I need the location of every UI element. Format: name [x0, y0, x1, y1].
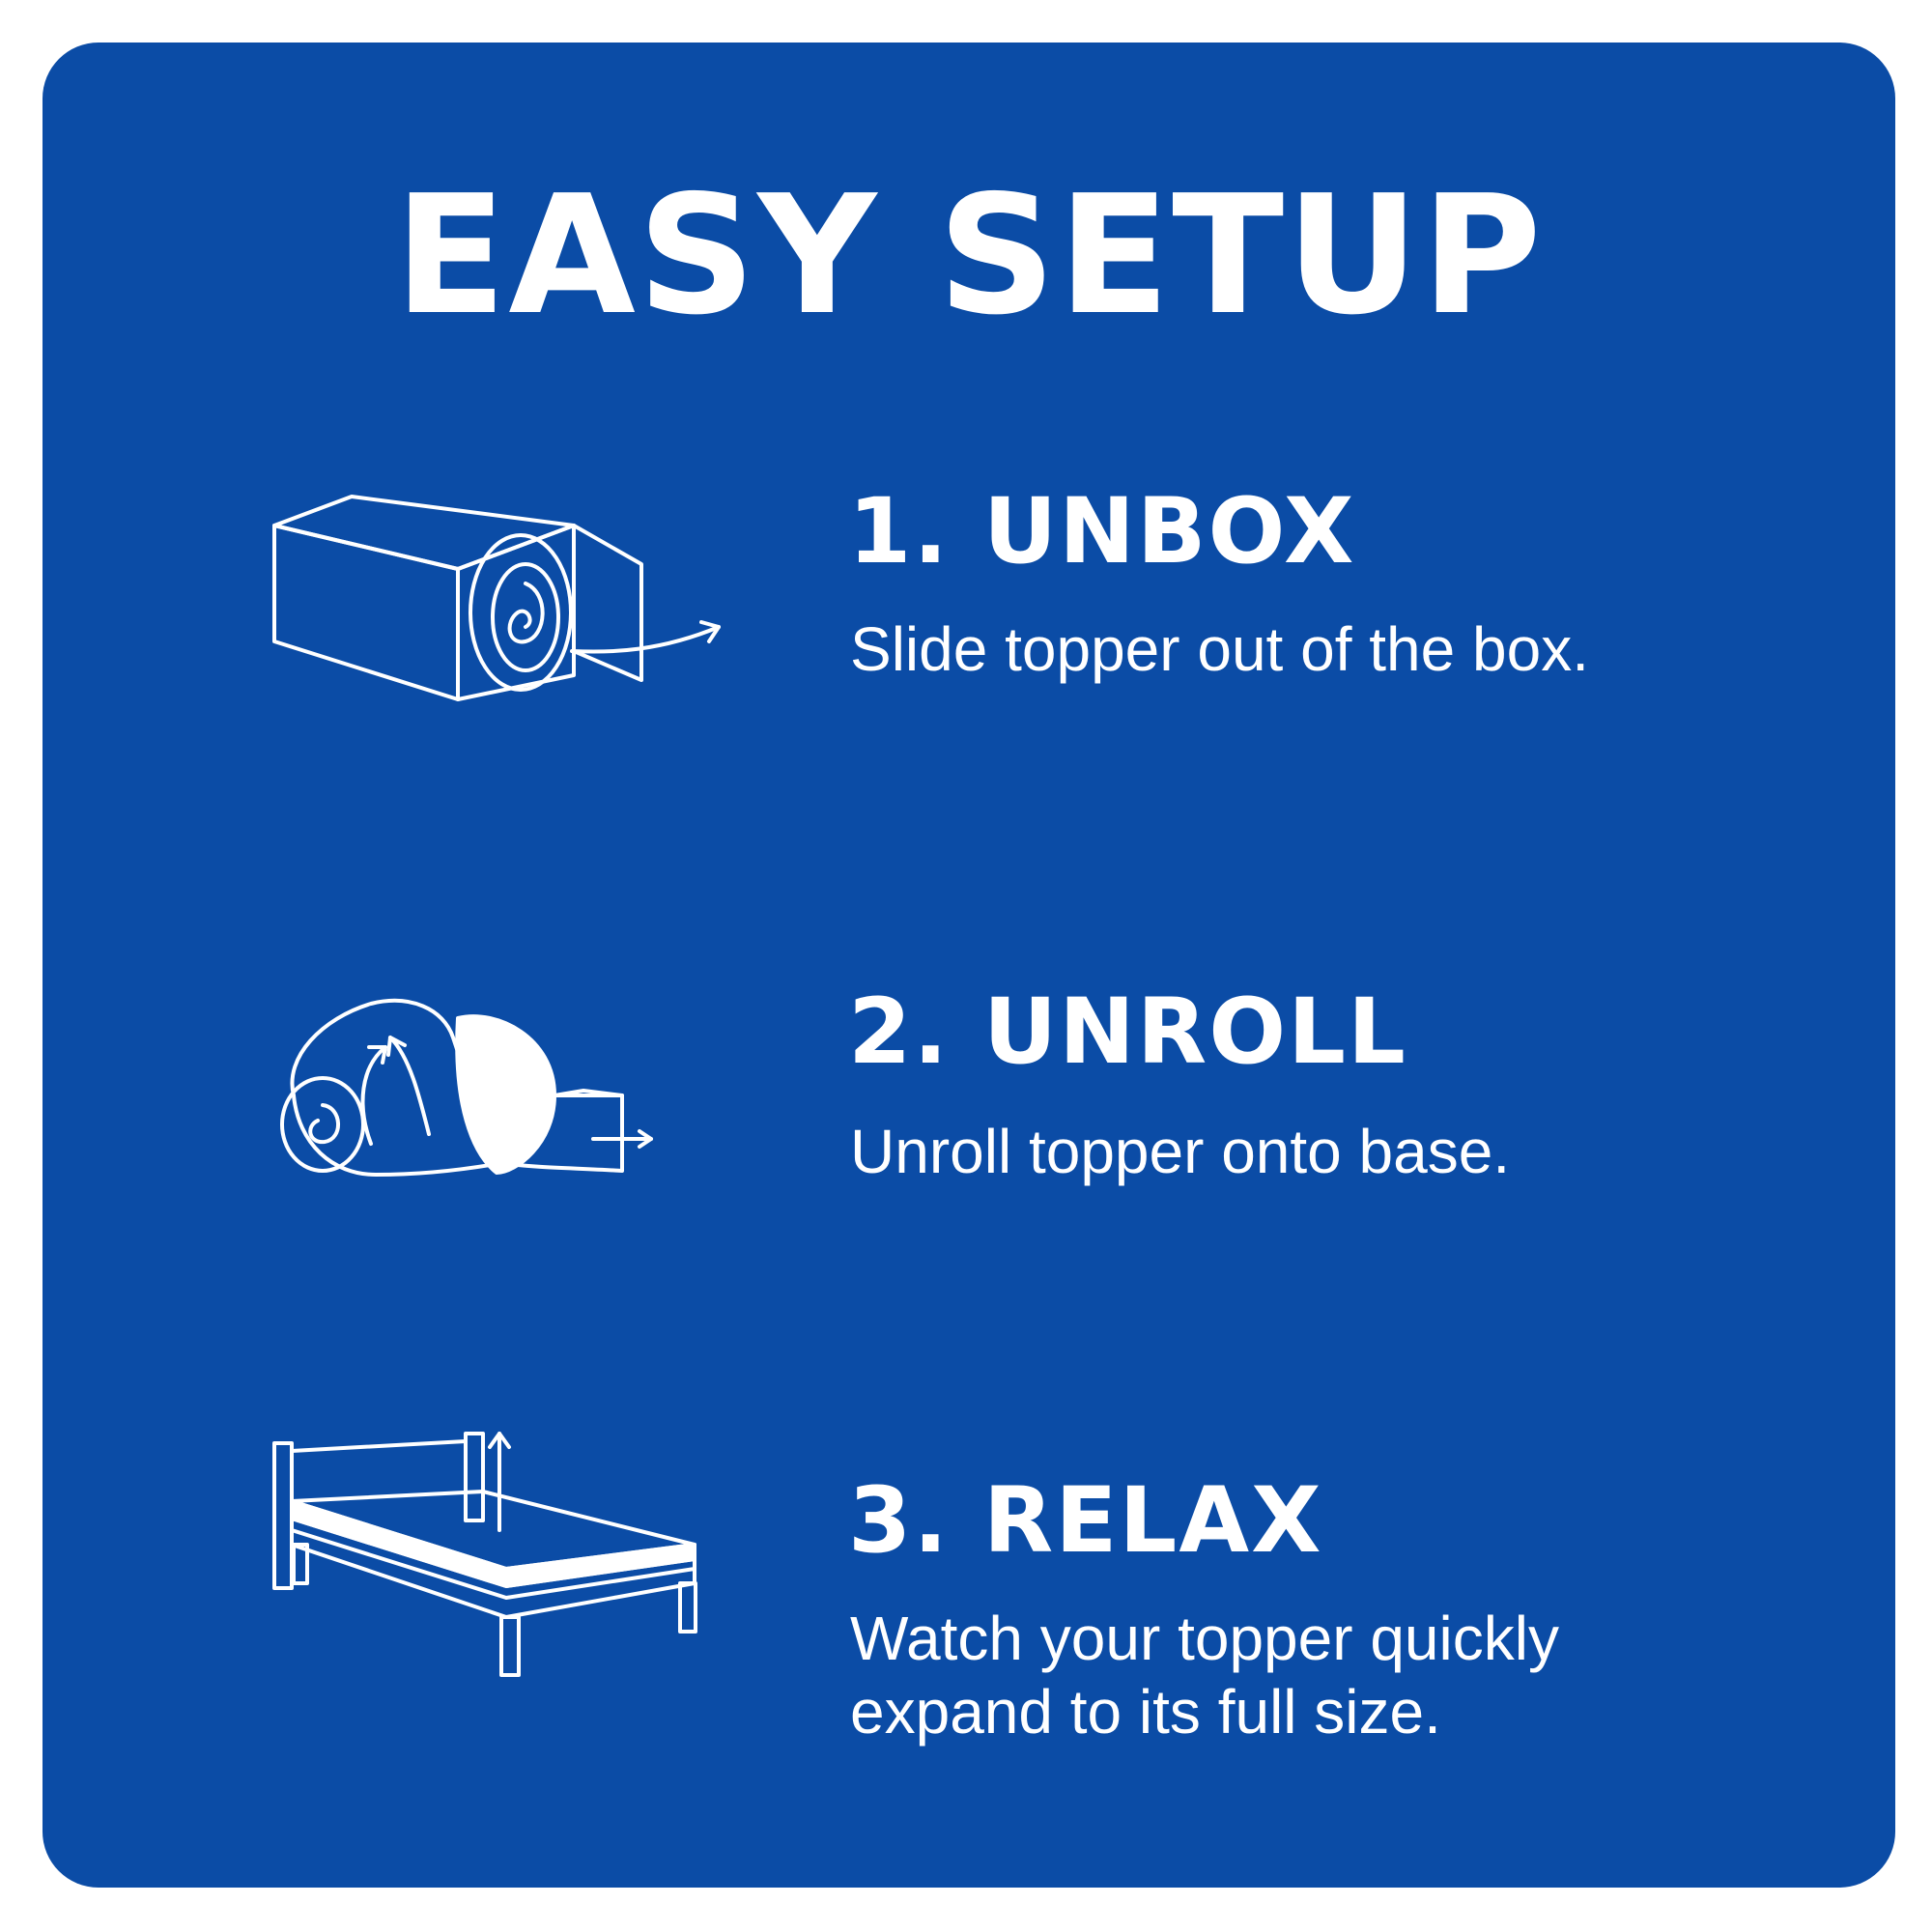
unrolling-topper-icon [265, 951, 767, 1221]
step-description-line: Watch your topper quickly [850, 1604, 1559, 1673]
setup-panel: EASY SETUP 1. UNBOX [43, 43, 1895, 1888]
step-heading: 2. UNROLL [848, 980, 1407, 1085]
step-description-line: expand to its full size. [850, 1677, 1441, 1747]
step-description: Slide topper out of the box. [850, 614, 1589, 684]
page-title: EASY SETUP [394, 160, 1544, 352]
step-heading: 1. UNBOX [848, 479, 1356, 584]
step-description: Watch your topper quickly expand to its … [850, 1602, 1559, 1748]
bed-with-topper-icon [265, 1414, 767, 1685]
step-description: Unroll topper onto base. [850, 1117, 1511, 1186]
box-with-rolled-topper-icon [265, 468, 767, 738]
step-heading: 3. RELAX [848, 1468, 1323, 1574]
